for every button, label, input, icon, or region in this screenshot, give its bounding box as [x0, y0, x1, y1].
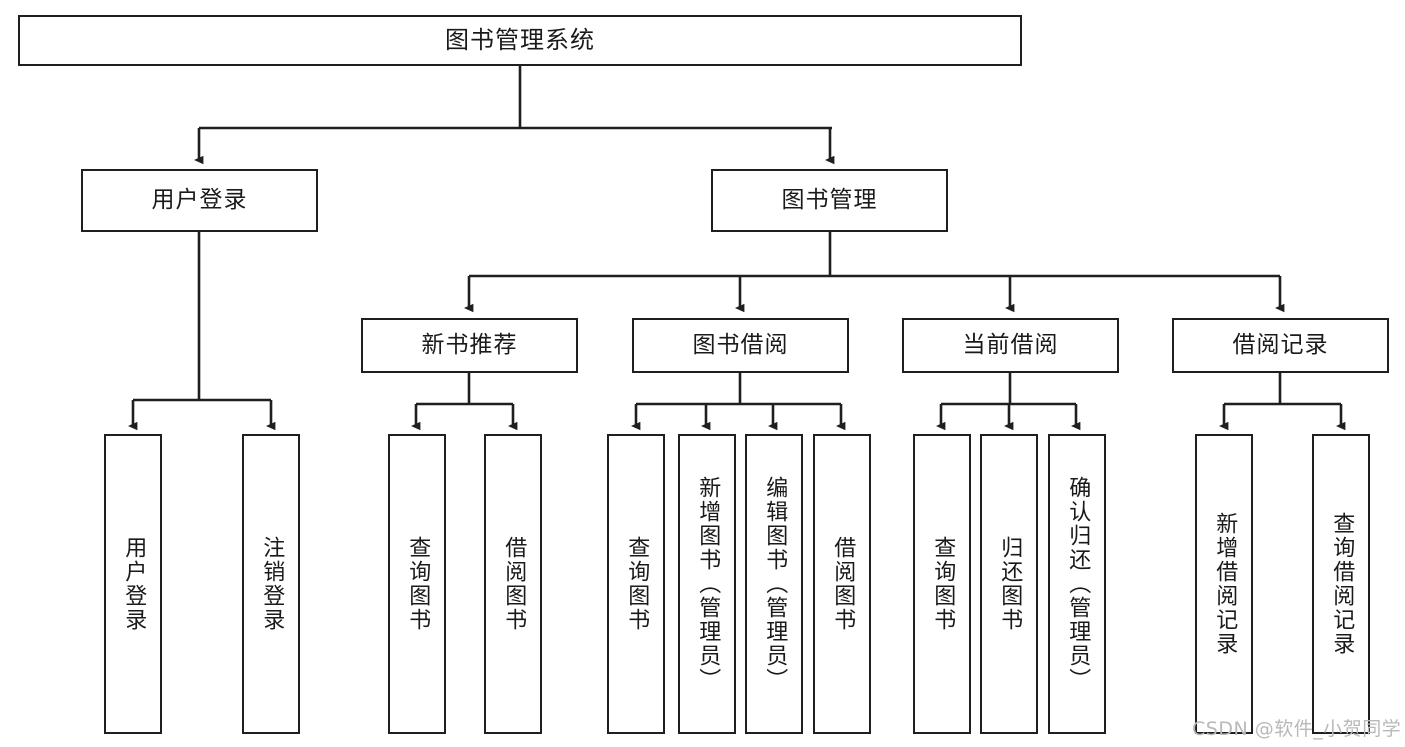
node-new-book-recommend[interactable]: 新书推荐 [361, 318, 578, 373]
node-label: 查询图书 [930, 536, 956, 632]
node-label: 归还图书 [997, 536, 1023, 632]
node-current-borrow[interactable]: 当前借阅 [902, 318, 1119, 373]
leaf-query-book-current[interactable]: 查询图书 [913, 434, 971, 734]
leaf-confirm-return[interactable]: 确认归还（管理员） [1048, 434, 1106, 734]
leaf-logout-login[interactable]: 注销登录 [242, 434, 300, 734]
node-label: 用户登录 [121, 536, 147, 632]
node-label: 图书管理 [781, 186, 878, 213]
node-label: 注销登录 [259, 536, 285, 632]
csdn-watermark: CSDN @软件_小贺同学 [1192, 718, 1402, 740]
node-user-login[interactable]: 用户登录 [81, 169, 318, 232]
node-book-manage[interactable]: 图书管理 [711, 169, 948, 232]
node-label: 确认归还（管理员） [1065, 476, 1091, 692]
leaf-borrow-book[interactable]: 借阅图书 [813, 434, 871, 734]
leaf-add-borrow-record[interactable]: 新增借阅记录 [1195, 434, 1253, 734]
leaf-edit-book[interactable]: 编辑图书（管理员） [745, 434, 803, 734]
node-label: 查询借阅记录 [1329, 512, 1355, 656]
leaf-return-book[interactable]: 归还图书 [980, 434, 1038, 734]
node-label: 当前借阅 [962, 331, 1059, 358]
node-label: 新增图书（管理员） [695, 476, 721, 692]
leaf-user-login[interactable]: 用户登录 [104, 434, 162, 734]
node-label: 新书推荐 [421, 331, 518, 358]
node-label: 编辑图书（管理员） [762, 476, 788, 692]
node-label: 新增借阅记录 [1212, 512, 1238, 656]
node-label: 图书管理系统 [445, 26, 595, 55]
node-label: 图书借阅 [692, 331, 789, 358]
node-label: 用户登录 [151, 186, 248, 213]
leaf-add-book[interactable]: 新增图书（管理员） [678, 434, 736, 734]
node-root-system[interactable]: 图书管理系统 [18, 15, 1022, 66]
leaf-query-borrow-record[interactable]: 查询借阅记录 [1312, 434, 1370, 734]
node-book-borrow[interactable]: 图书借阅 [632, 318, 849, 373]
node-label: 查询图书 [624, 536, 650, 632]
leaf-borrow-book-recommend[interactable]: 借阅图书 [484, 434, 542, 734]
leaf-query-book-borrow[interactable]: 查询图书 [607, 434, 665, 734]
node-label: 借阅图书 [501, 536, 527, 632]
node-label: 借阅记录 [1232, 331, 1329, 358]
leaf-query-book-recommend[interactable]: 查询图书 [388, 434, 446, 734]
node-borrow-record[interactable]: 借阅记录 [1172, 318, 1389, 373]
node-label: 查询图书 [405, 536, 431, 632]
node-label: 借阅图书 [830, 536, 856, 632]
